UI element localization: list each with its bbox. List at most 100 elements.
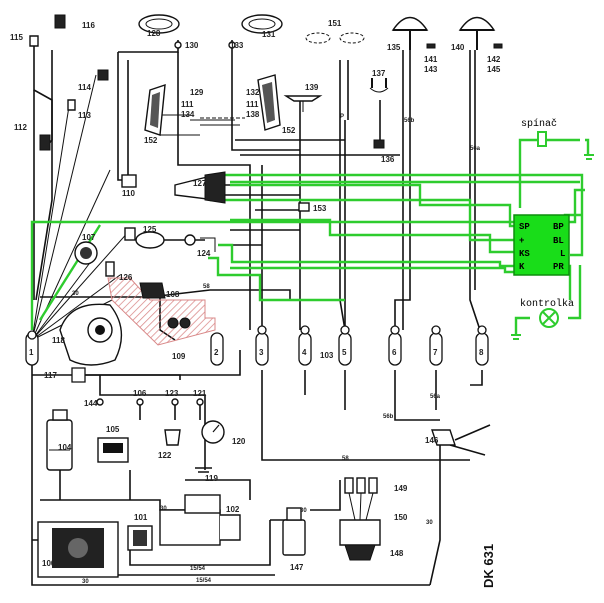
num-116: 116 [82, 21, 95, 30]
wire-label-30d: 30 [426, 520, 433, 526]
num-131: 131 [262, 30, 276, 39]
label-spinac: spínač [521, 118, 557, 130]
num-103: 103 [320, 351, 334, 360]
num-114: 114 [78, 83, 91, 92]
wire-label-p: P [340, 114, 344, 120]
num-122: 122 [158, 451, 172, 460]
num-141: 141 [424, 55, 438, 64]
num-152b: 152 [282, 126, 296, 135]
module-pin-k: K [519, 262, 525, 272]
connector-1: 1 [29, 348, 34, 357]
module-pin-sp: SP [519, 222, 530, 232]
wire-label-30e: 30 [82, 579, 89, 585]
num-134: 134 [181, 110, 195, 119]
num-153: 153 [313, 204, 327, 213]
module-pin-bp: BP [553, 222, 564, 232]
num-110: 110 [122, 189, 135, 198]
num-127: 127 [193, 179, 207, 188]
num-111a: 111 [181, 100, 194, 109]
wire-label-56d: 56a [470, 146, 481, 152]
wire-label-56c: 56b [404, 118, 415, 124]
num-152a: 152 [144, 136, 158, 145]
connector-8: 8 [479, 348, 484, 357]
num-151: 151 [328, 19, 342, 28]
num-140: 140 [451, 43, 465, 52]
num-137: 137 [372, 69, 386, 78]
num-123: 123 [165, 389, 179, 398]
num-107: 107 [82, 233, 96, 242]
num-115: 115 [10, 33, 23, 42]
added-wiring [30, 138, 590, 335]
wire-label-30c: 30 [300, 508, 307, 514]
wire-label-15b: 15/54 [196, 578, 212, 584]
connector-3: 3 [259, 348, 264, 357]
module-pin-bl: BL [553, 236, 564, 246]
connector-5: 5 [342, 348, 347, 357]
wire-label-58b: 58 [342, 456, 349, 462]
num-149: 149 [394, 484, 408, 493]
wire-label-56a: 56a [430, 394, 441, 400]
num-104: 104 [58, 443, 72, 452]
num-130: 130 [185, 41, 199, 50]
num-135: 135 [387, 43, 401, 52]
num-101: 101 [134, 513, 148, 522]
num-132: 132 [246, 88, 260, 97]
wire-label-30b: 30 [160, 506, 167, 512]
num-138: 138 [246, 110, 260, 119]
hatched-zone [107, 277, 216, 346]
num-144: 144 [84, 399, 98, 408]
num-129: 129 [190, 88, 204, 97]
num-100: 100 [42, 559, 56, 568]
num-105: 105 [106, 425, 120, 434]
wire-labels: 30 58 58 56b 56a 56b 56a P 30 30 30 30 1… [72, 114, 481, 585]
num-143: 143 [424, 65, 438, 74]
wire-label-58a: 58 [203, 284, 210, 290]
component-numbers: 116 115 114 113 112 128 130 133 131 151 … [10, 19, 501, 572]
num-145: 145 [487, 65, 501, 74]
num-117: 117 [44, 371, 57, 380]
num-111b: 111 [246, 100, 259, 109]
num-125: 125 [143, 225, 157, 234]
num-148: 148 [390, 549, 404, 558]
control-module: SP + KS K BP BL L PR [513, 214, 570, 276]
num-139: 139 [305, 83, 319, 92]
num-121: 121 [193, 389, 207, 398]
wire-label-56b: 56b [383, 414, 394, 420]
num-124: 124 [197, 249, 211, 258]
connector-7: 7 [433, 348, 438, 357]
num-113: 113 [78, 111, 91, 120]
num-112: 112 [14, 123, 27, 132]
num-120: 120 [232, 437, 246, 446]
drawing-id: DK 631 [481, 544, 496, 588]
num-146: 146 [425, 436, 439, 445]
connector-6: 6 [392, 348, 397, 357]
wire-label-30a: 30 [72, 291, 79, 297]
num-118: 118 [52, 336, 65, 345]
num-128: 128 [147, 29, 161, 38]
num-126: 126 [119, 273, 133, 282]
module-pin-ks: KS [519, 249, 530, 259]
num-108: 108 [166, 290, 180, 299]
num-109: 109 [172, 352, 186, 361]
num-147: 147 [290, 563, 304, 572]
switch-symbol: spínač [521, 118, 594, 160]
num-136: 136 [381, 155, 395, 164]
module-pin-pr: PR [553, 262, 564, 272]
components [29, 14, 503, 578]
num-150: 150 [394, 513, 408, 522]
lamp-128-shape [138, 14, 180, 34]
lamp-131-shape [241, 14, 283, 34]
num-133: 133 [230, 41, 244, 50]
connector-2: 2 [214, 348, 219, 357]
connector-4: 4 [302, 348, 307, 357]
num-106: 106 [133, 389, 147, 398]
module-pin-l: L [560, 249, 565, 259]
wire-label-15a: 15/54 [190, 566, 206, 572]
indicator-lamp: kontrolka [511, 298, 574, 340]
num-119: 119 [205, 474, 218, 483]
num-142: 142 [487, 55, 501, 64]
label-kontrolka: kontrolka [520, 298, 574, 310]
module-pin-plus: + [519, 236, 524, 246]
num-102: 102 [226, 505, 240, 514]
